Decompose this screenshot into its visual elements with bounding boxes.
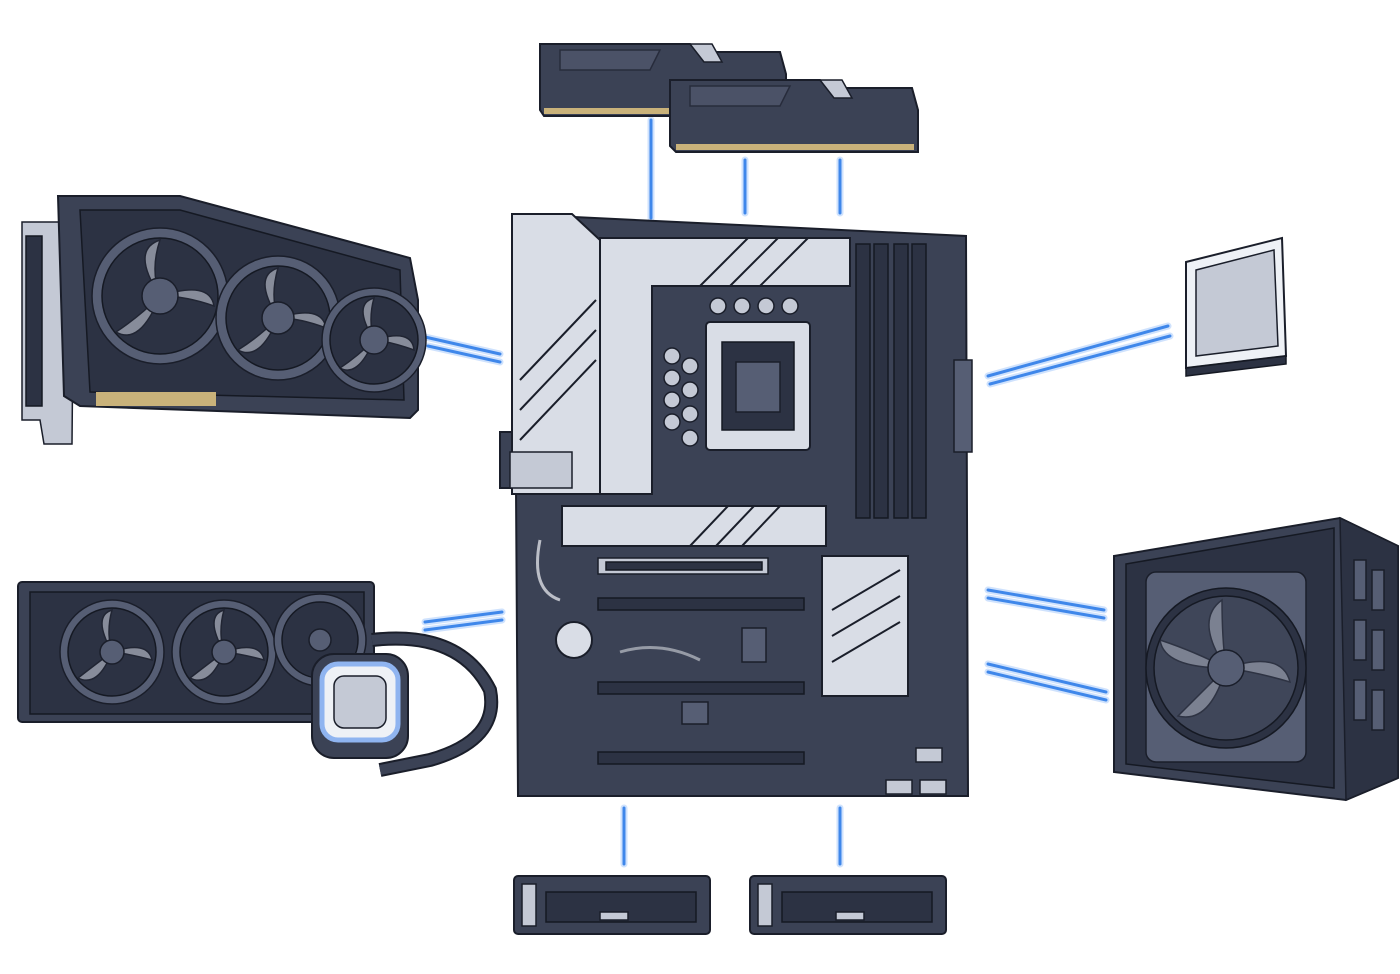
motherboard	[499, 212, 973, 797]
cpu-socket	[705, 321, 811, 451]
cmos-battery	[555, 621, 593, 659]
liquid-cooler	[17, 581, 499, 777]
power-supply	[1113, 516, 1399, 802]
processor	[1185, 236, 1288, 377]
ssd-connector-lines	[620, 804, 844, 868]
graphics-card	[21, 195, 427, 445]
ram-connector-lines	[647, 116, 844, 222]
gpu-fan-3	[321, 287, 427, 393]
gpu-connector-lines	[421, 333, 504, 366]
cooler-pump-head	[311, 653, 409, 759]
cooler-connector-lines	[421, 608, 506, 634]
pcie-slots	[597, 557, 805, 765]
dimm-slots	[855, 243, 927, 519]
ram-module-2	[669, 79, 919, 153]
heatsink-stripes	[519, 237, 809, 441]
m2-ssd-2	[749, 875, 947, 935]
m2-ssd-1	[513, 875, 711, 935]
psu-modular-ports	[1353, 559, 1385, 731]
connector-lines	[421, 116, 1174, 868]
gpu-fan-1	[91, 227, 229, 365]
radiator-fan-2	[171, 599, 277, 705]
chipset-heatsink	[821, 555, 909, 697]
psu-connector-lines	[984, 586, 1110, 704]
cpu-connector-lines	[984, 322, 1174, 388]
gpu-fan-2	[215, 255, 341, 381]
psu-fan	[1145, 571, 1307, 763]
capacitors	[663, 297, 799, 447]
radiator-fan-1	[59, 599, 165, 705]
